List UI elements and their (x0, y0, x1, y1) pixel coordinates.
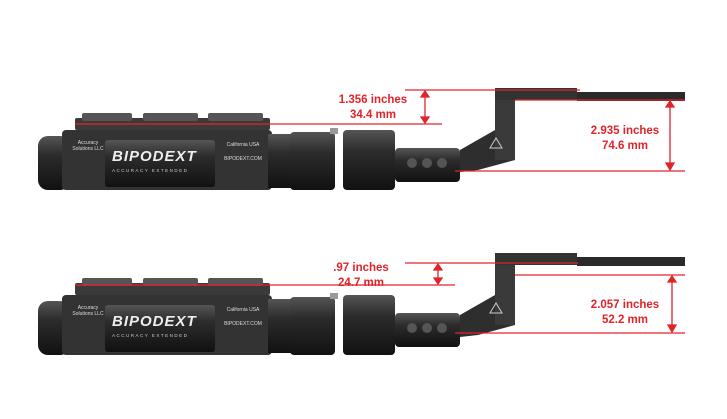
url-label: BIPODEXT.COM (224, 321, 262, 327)
dimension-mm: 74.6 mm (601, 140, 649, 152)
origin-label: California USA (226, 142, 260, 148)
brand-logo: BIPODEXT (112, 313, 197, 330)
dimension-mm: 24.7 mm (337, 277, 385, 289)
url-label: BIPODEXT.COM (224, 156, 262, 162)
dimension-mm: 52.2 mm (601, 314, 649, 326)
origin-label: California USA (226, 307, 260, 313)
dimension-inches: 2.935 inches (590, 125, 660, 137)
dimension-right-2: 2.057 inches 52.2 mm (582, 298, 668, 328)
maker-label: Accuracy Solutions LLC (72, 305, 104, 317)
dimension-lines (75, 89, 685, 334)
maker-label: Accuracy Solutions LLC (72, 140, 104, 152)
dimension-top-2: .97 inches 24.7 mm (318, 261, 404, 291)
dimension-inches: .97 inches (333, 262, 389, 274)
dimension-right-1: 2.935 inches 74.6 mm (582, 124, 668, 154)
brand-logo: BIPODEXT (112, 148, 197, 165)
tagline: ACCURACY EXTENDED (112, 168, 189, 173)
dimension-inches: 2.057 inches (590, 299, 660, 311)
dimension-top-1: 1.356 inches 34.4 mm (330, 93, 416, 123)
dimension-inches: 1.356 inches (338, 94, 408, 106)
dimension-mm: 34.4 mm (349, 109, 397, 121)
tagline: ACCURACY EXTENDED (112, 333, 189, 338)
